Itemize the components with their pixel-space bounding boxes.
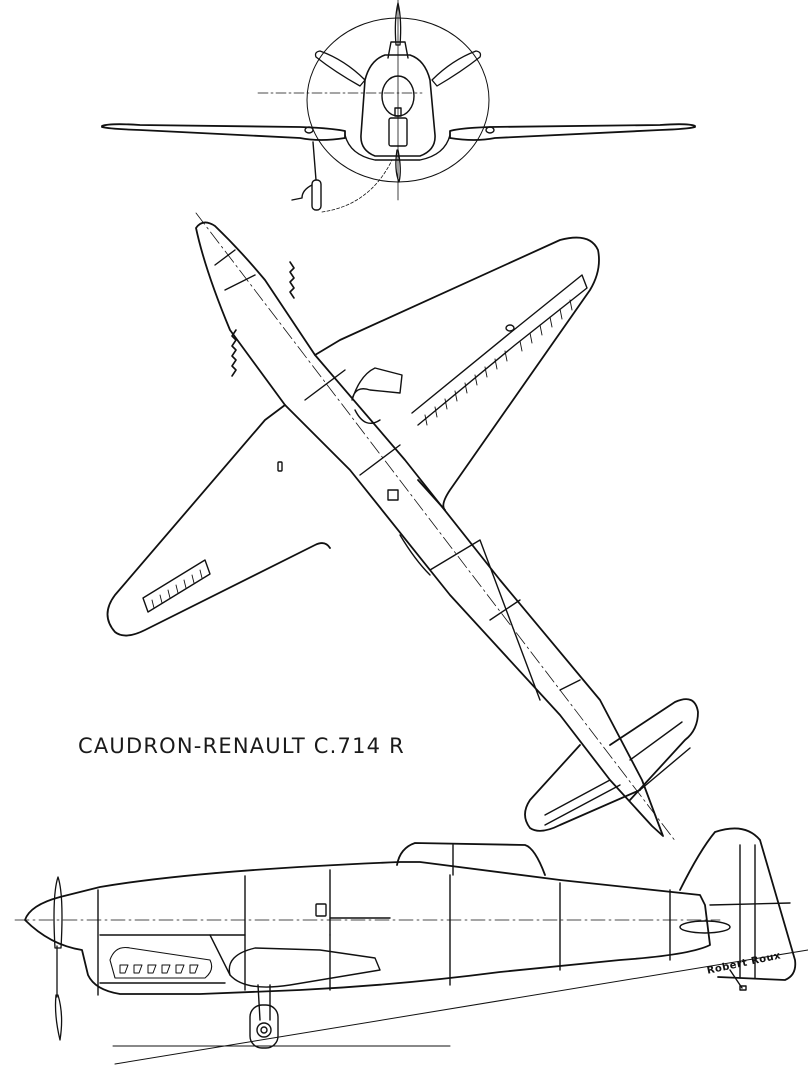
plan-view [106, 212, 699, 843]
drawing-title: CAUDRON-RENAULT C.714 R [78, 734, 405, 758]
side-view [14, 827, 808, 1065]
front-view [101, 0, 696, 213]
